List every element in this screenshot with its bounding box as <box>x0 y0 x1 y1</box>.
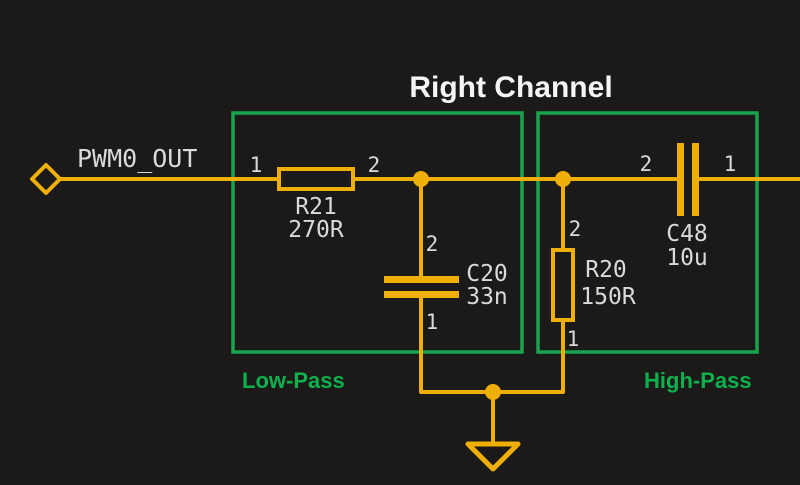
r20-pin-number: 1 <box>567 327 580 351</box>
junction-dot <box>485 384 501 400</box>
r20-value: 150R <box>580 284 636 310</box>
r21-ref: R21 <box>295 194 337 220</box>
c20-ref: C20 <box>466 261 508 287</box>
high-pass-region-box <box>536 111 759 354</box>
high-pass-label: High-Pass <box>644 368 752 393</box>
capacitor-c20-plate <box>384 276 459 283</box>
low-pass-region-box <box>231 111 524 354</box>
c48-pin-number: 2 <box>640 152 653 176</box>
schematic-title: Right Channel <box>409 71 612 104</box>
c48-value: 10u <box>666 245 708 271</box>
resistor-r20-body <box>551 248 575 322</box>
capacitor-c48-plate <box>677 143 684 216</box>
net-label-pwm0-out: PWM0_OUT <box>77 144 197 173</box>
r21-pin-number: 2 <box>368 153 381 177</box>
low-pass-label: Low-Pass <box>242 368 345 393</box>
capacitor-c20-plate <box>384 291 459 298</box>
r21-pin-number: 1 <box>250 153 263 177</box>
r20-ref: R20 <box>585 257 627 283</box>
ground-symbol-icon <box>465 441 521 472</box>
junction-dot <box>555 171 571 187</box>
c20-pin-number: 1 <box>426 310 439 334</box>
capacitor-c48-plate <box>692 143 699 216</box>
junction-dot <box>413 171 429 187</box>
c20-pin-number: 2 <box>426 232 439 256</box>
r21-value: 270R <box>288 217 344 243</box>
c20-value: 33n <box>466 284 508 310</box>
c48-pin-number: 1 <box>724 152 737 176</box>
resistor-r21-body <box>277 167 355 191</box>
input-port-diamond-icon <box>30 163 62 195</box>
r20-pin-number: 2 <box>569 217 582 241</box>
c48-ref: C48 <box>666 221 708 247</box>
